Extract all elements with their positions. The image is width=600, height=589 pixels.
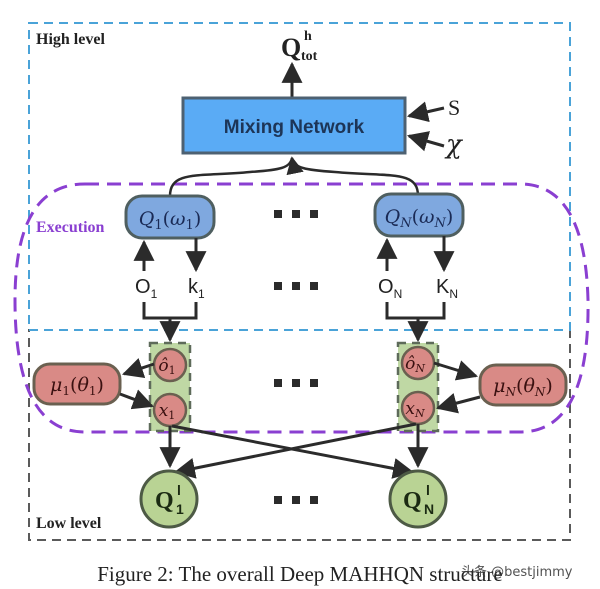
- agent-1-x-node: x1: [152, 392, 188, 428]
- arrow-mun-to-xn: [435, 393, 481, 414]
- svg-text:ô1: ô1: [158, 356, 175, 377]
- agent-n-k-label: K: [436, 276, 450, 298]
- agent-1-q-label: Q: [139, 208, 155, 230]
- agent-n-x-label: x: [405, 399, 415, 419]
- agent-1-mu-param: θ: [77, 374, 89, 396]
- agent-n-ohat-node: ôN: [400, 345, 436, 381]
- agent-1-low-q-sup: l: [177, 482, 181, 498]
- agent-n-mu-node: μN(θN): [478, 363, 568, 407]
- mixing-network-box: Mixing Network: [181, 96, 407, 155]
- agent-1-ohat-label: ô: [158, 356, 168, 376]
- agent-1-q-param-sub: 1: [186, 218, 194, 233]
- agent-n-x-node: xN: [400, 390, 436, 426]
- agent-1-k-sub: 1: [198, 287, 205, 301]
- agent-n-q-label: Q: [385, 206, 401, 228]
- agent-n-q-param-sub: N: [434, 216, 447, 231]
- bracket-agent-1: [142, 302, 198, 320]
- agent-n-mu-sub: N: [505, 385, 517, 399]
- agent-1-ohat-sub: 1: [169, 364, 176, 377]
- bracket-agent-n: [385, 302, 446, 320]
- svg-text:KN: KN: [436, 276, 458, 301]
- svg-text:ôN: ôN: [405, 354, 425, 375]
- agent-n-x-sub: N: [414, 407, 425, 420]
- arrow-ohat1-to-mu1: [122, 358, 155, 378]
- q-tot-base: Q: [281, 33, 301, 62]
- high-level-region: [28, 22, 571, 331]
- mixing-network-label: Mixing Network: [224, 117, 365, 138]
- agent-n-ohat-sub: N: [414, 362, 425, 375]
- agent-n-low-q-sub: N: [424, 501, 434, 517]
- state-input-label: S: [448, 95, 460, 120]
- agent-1-ohat-node: ô1: [152, 347, 188, 383]
- ellipsis-low-q-row: [274, 496, 318, 504]
- agent-1-low-q-node: Q l 1: [139, 469, 199, 529]
- agent-1-low-q-sub: 1: [176, 501, 184, 517]
- svg-text:μ1(θ1): μ1(θ1): [50, 374, 104, 398]
- agent-n-obs-sub: N: [394, 287, 403, 301]
- agent-n-low-q-node: Q l N: [388, 469, 448, 529]
- agent-1-mu-param-sub: 1: [89, 384, 97, 398]
- svg-text:O1: O1: [135, 276, 158, 301]
- agent-1-obs-sub: 1: [151, 287, 158, 301]
- chi-input-label: χ: [444, 130, 464, 160]
- svg-text:k1: k1: [188, 276, 205, 301]
- agent-n-k-sub: N: [449, 287, 458, 301]
- low-level-region: [28, 329, 571, 541]
- high-level-label: High level: [36, 31, 105, 48]
- svg-text:xN: xN: [405, 399, 425, 420]
- figure-caption: Figure 2: The overall Deep MAHHQN struct…: [97, 562, 503, 586]
- svg-text:x1: x1: [159, 401, 176, 422]
- ellipsis-mu-row: [274, 379, 318, 387]
- agent-1-q-node: Q1(ω1): [124, 194, 216, 240]
- svg-text:μN(θN): μN(θN): [493, 375, 553, 399]
- agent-n-q-param: ω: [419, 206, 435, 228]
- q-tot-sup: h: [304, 29, 312, 44]
- agent-n-q-node: QN(ωN): [373, 192, 465, 238]
- q-tot-output: Q h tot: [281, 29, 318, 64]
- curve-q1-to-mixing: [168, 157, 294, 197]
- agent-1-q-sub: 1: [154, 218, 162, 233]
- agent-1-x-label: x: [159, 401, 169, 421]
- agent-n-mu-label: μ: [493, 375, 505, 397]
- watermark: 头条 @bestjimmy: [461, 565, 573, 580]
- agent-1-mu-sub: 1: [62, 384, 70, 398]
- agent-1-mu-label: μ: [50, 374, 62, 396]
- execution-label: Execution: [36, 219, 105, 236]
- svg-text:ON: ON: [378, 276, 402, 301]
- agent-n-q-sub: N: [399, 216, 412, 231]
- arrow-mu1-to-x1: [119, 389, 154, 410]
- agent-1-mu-node: μ1(θ1): [32, 362, 122, 406]
- agent-n-mu-param-sub: N: [534, 385, 546, 399]
- ellipsis-q-row: [274, 210, 318, 218]
- arrow-chi-to-mixing: [406, 131, 445, 152]
- agent-1-obs-label: O: [135, 276, 151, 298]
- arrow-ohatn-to-mun: [433, 360, 479, 381]
- ellipsis-obs-row: [274, 282, 318, 290]
- agent-1-k-label: k: [188, 276, 199, 298]
- execution-region: [13, 182, 590, 434]
- q-tot-sub: tot: [301, 49, 318, 64]
- agent-1-q-param: ω: [170, 208, 186, 230]
- agent-n-mu-param: θ: [523, 375, 535, 397]
- agent-n-low-q-base: Q: [403, 488, 422, 514]
- agent-1-low-q-base: Q: [155, 488, 174, 514]
- svg-text:QN(ωN): QN(ωN): [385, 206, 454, 231]
- agent-n-low-q-sup: l: [426, 482, 430, 498]
- arrow-s-to-mixing: [406, 101, 445, 123]
- svg-text:Q1(ω1): Q1(ω1): [139, 208, 201, 233]
- arrow-xn-to-ql1: [173, 422, 417, 479]
- low-level-label: Low level: [36, 515, 102, 532]
- agent-1-x-sub: 1: [168, 409, 175, 422]
- agent-n-ohat-label: ô: [405, 354, 415, 374]
- agent-n-obs-label: O: [378, 276, 394, 298]
- curve-qn-to-mixing: [286, 156, 420, 197]
